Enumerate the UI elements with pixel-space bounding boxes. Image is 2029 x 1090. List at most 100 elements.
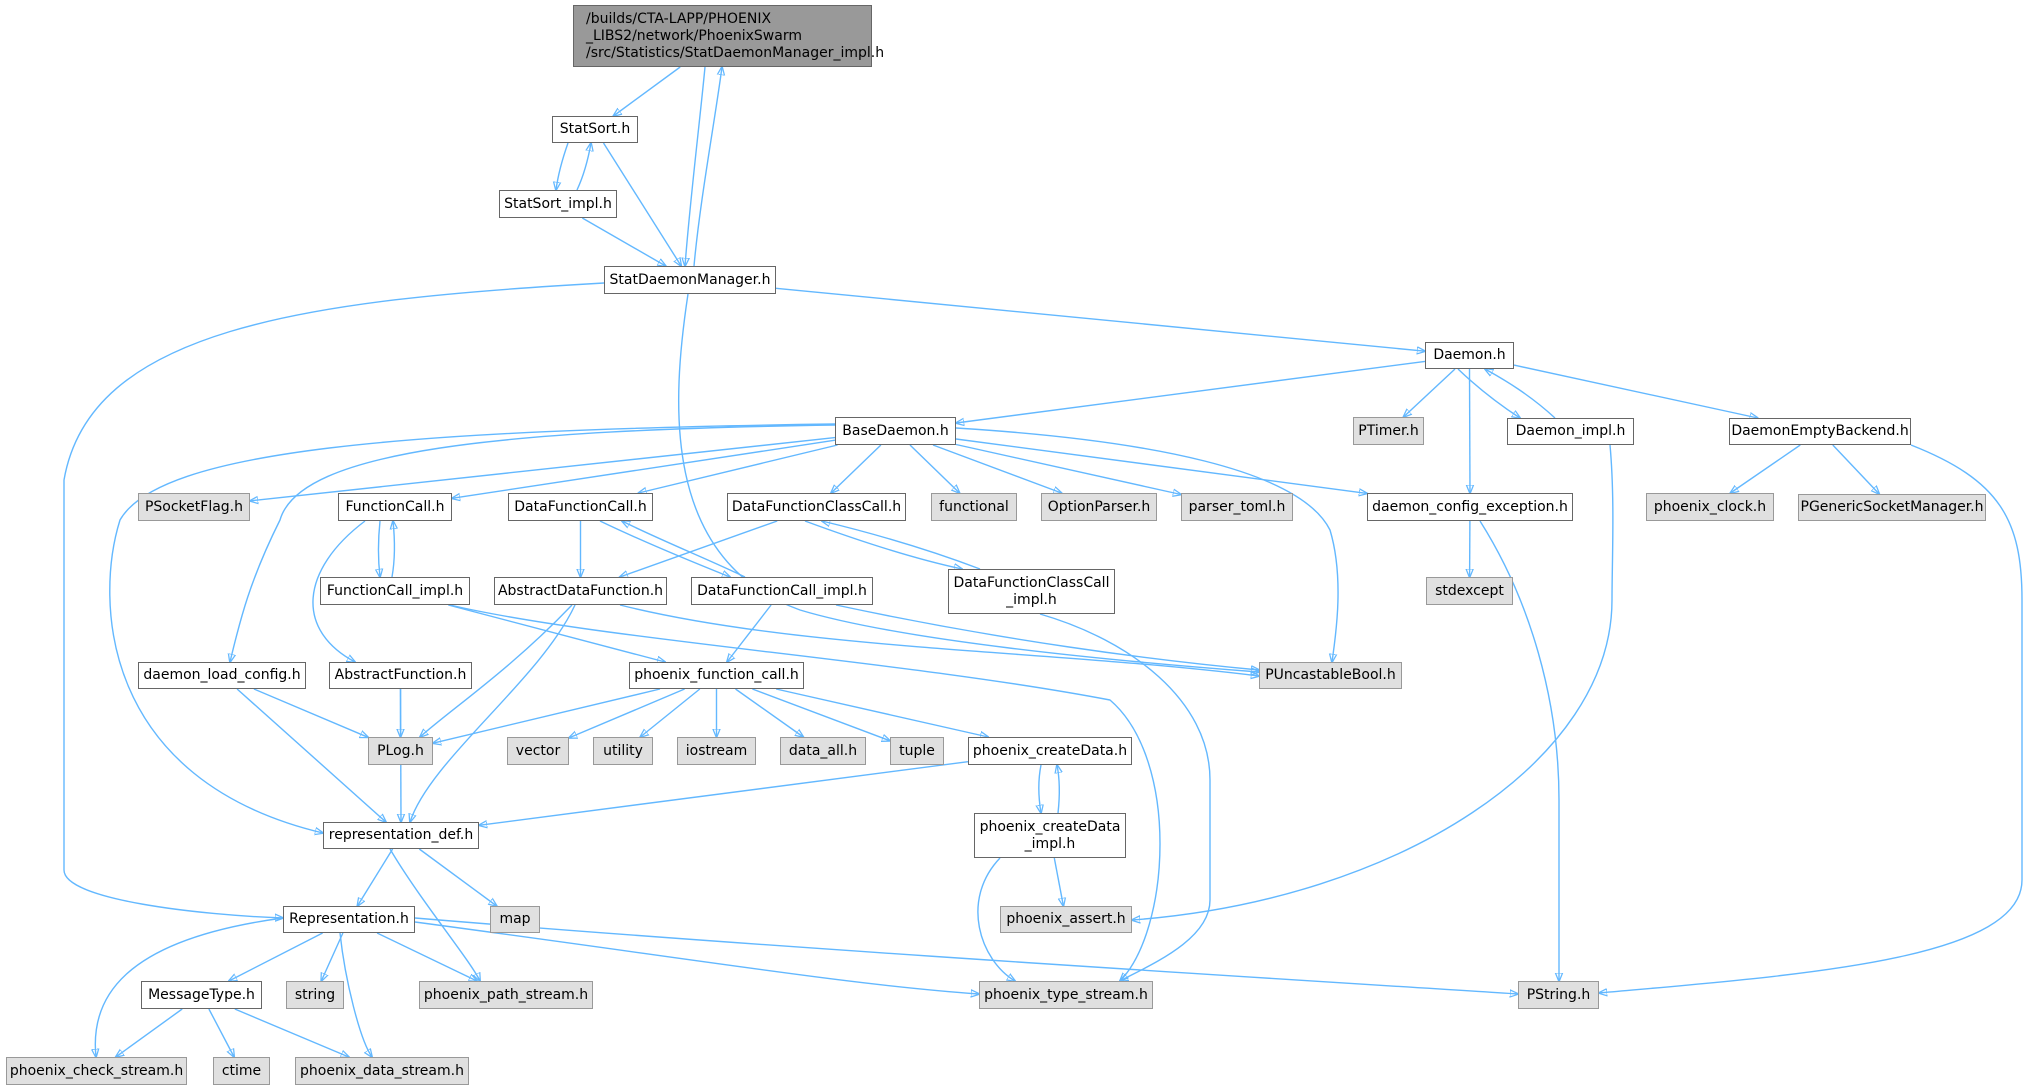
- node-label: map: [499, 911, 531, 927]
- edge-Representation-to-string: [321, 932, 344, 981]
- edge-root-to-StatSort: [613, 66, 681, 116]
- edge-phoenix_createData_impl-to-phoenix_assert: [1053, 857, 1063, 906]
- edge-Representation-to-MessageType: [229, 932, 323, 981]
- node-label: functional: [939, 498, 1009, 515]
- node-phoenix-type-stream: phoenix_type_stream.h: [979, 981, 1153, 1009]
- edge-FunctionCall_impl-to-phoenix_type_stream: [449, 604, 1161, 981]
- node-statdaemonmanager[interactable]: StatDaemonManager.h: [604, 266, 776, 294]
- edge-FunctionCall-to-FunctionCall_impl: [379, 520, 381, 577]
- node-label: phoenix_function_call.h: [634, 667, 799, 683]
- node-datafunctionclasscall-impl[interactable]: DataFunctionClassCall _impl.h: [948, 569, 1115, 614]
- node-label: AbstractDataFunction.h: [497, 582, 664, 599]
- edge-BaseDaemon-to-DataFunctionCall: [639, 444, 838, 493]
- edge-phoenix_createData-to-phoenix_createData_impl: [1039, 764, 1041, 813]
- node-label: iostream: [685, 742, 748, 759]
- node-messagetype[interactable]: MessageType.h: [141, 981, 262, 1009]
- node-label: utility: [603, 742, 643, 759]
- node-datafunctionclasscall[interactable]: DataFunctionClassCall.h: [727, 493, 906, 521]
- edge-phoenix_createData_impl-to-phoenix_type_stream: [977, 857, 1015, 981]
- node-label: string: [294, 986, 336, 1003]
- node-functional: functional: [931, 493, 1017, 521]
- node-daemon-config-exception[interactable]: daemon_config_exception.h: [1367, 493, 1573, 521]
- node-phoenix-clock: phoenix_clock.h: [1646, 493, 1774, 521]
- node-phoenix-function-call[interactable]: phoenix_function_call.h: [629, 662, 804, 689]
- edge-phoenix_function_call-to-PLog: [433, 688, 661, 743]
- edge-DataFunctionClassCall-to-DataFunctionClassCall_impl: [804, 520, 962, 569]
- node-label: PLog.h: [377, 742, 424, 759]
- edge-BaseDaemon-to-PSocketFlag: [250, 436, 836, 501]
- node-iostream: iostream: [677, 737, 756, 765]
- node-label: PString.h: [1526, 986, 1591, 1003]
- node-datafunctioncall-impl[interactable]: DataFunctionCall_impl.h: [691, 577, 873, 605]
- node-phoenix-createdata[interactable]: phoenix_createData.h: [968, 737, 1132, 765]
- node-statsort-impl[interactable]: StatSort_impl.h: [499, 190, 617, 218]
- edge-DaemonEmptyBackend-to-PGenericSocketManager: [1832, 444, 1879, 494]
- node-label: phoenix_createData.h: [972, 742, 1128, 759]
- node-pstring: PString.h: [1518, 981, 1599, 1009]
- edge-FunctionCall_impl-to-phoenix_function_call: [448, 604, 665, 662]
- edge-Daemon_impl-to-Daemon: [1485, 369, 1556, 419]
- node-label: ctime: [221, 1062, 262, 1079]
- edge-DataFunctionClassCall-to-AbstractDataFunction: [620, 520, 778, 577]
- node-label: Representation.h: [289, 911, 409, 927]
- node-label: phoenix_assert.h: [1006, 911, 1126, 927]
- node-label: Daemon_impl.h: [1515, 423, 1626, 439]
- node-label: FunctionCall.h: [345, 498, 445, 515]
- edge-representation_def-to-map: [418, 848, 496, 906]
- node-root[interactable]: /builds/CTA-LAPP/PHOENIX _LIBS2/network/…: [573, 5, 884, 67]
- node-representation[interactable]: Representation.h: [283, 906, 415, 933]
- node-label: AbstractFunction.h: [334, 667, 467, 683]
- node-label: BaseDaemon.h: [842, 422, 949, 439]
- edge-Daemon-to-BaseDaemon: [956, 360, 1426, 423]
- edge-DataFunctionCall-to-DataFunctionCall_impl: [599, 520, 730, 577]
- node-label: phoenix_type_stream.h: [984, 986, 1148, 1003]
- node-label: /builds/CTA-LAPP/PHOENIX _LIBS2/network/…: [586, 10, 885, 61]
- node-functioncall-impl[interactable]: FunctionCall_impl.h: [320, 577, 470, 605]
- node-datafunctioncall[interactable]: DataFunctionCall.h: [508, 493, 653, 521]
- edge-BaseDaemon-to-OptionParser: [932, 444, 1062, 493]
- node-basedaemon[interactable]: BaseDaemon.h: [835, 417, 956, 445]
- node-daemonemptybackend[interactable]: DaemonEmptyBackend.h: [1729, 418, 1911, 445]
- edge-Daemon-to-DaemonEmptyBackend: [1513, 364, 1758, 418]
- edge-BaseDaemon-to-DataFunctionClassCall: [831, 444, 882, 493]
- edge-root-to-StatDaemonManager: [685, 66, 706, 266]
- edge-DataFunctionCall_impl-to-phoenix_function_call: [727, 604, 772, 662]
- edge-BaseDaemon-to-FunctionCall: [452, 439, 836, 498]
- edge-daemon_load_config-to-representation_def: [236, 688, 386, 822]
- node-label: vector: [515, 742, 561, 759]
- node-label: OptionParser.h: [1047, 498, 1151, 515]
- edge-MessageType-to-ctime: [208, 1008, 234, 1057]
- node-phoenix-data-stream: phoenix_data_stream.h: [295, 1057, 469, 1085]
- node-daemon[interactable]: Daemon.h: [1425, 342, 1514, 369]
- node-map: map: [490, 906, 540, 933]
- edge-phoenix_function_call-to-tuple: [752, 688, 890, 741]
- node-functioncall[interactable]: FunctionCall.h: [338, 493, 452, 521]
- node-abstractfunction[interactable]: AbstractFunction.h: [329, 662, 472, 689]
- edge-DaemonEmptyBackend-to-phoenix_clock: [1730, 444, 1801, 493]
- node-label: PTimer.h: [1358, 422, 1419, 439]
- node-label: PGenericSocketManager.h: [1800, 499, 1984, 515]
- edge-phoenix_function_call-to-phoenix_createData: [775, 688, 988, 737]
- node-abstractdatafunction[interactable]: AbstractDataFunction.h: [494, 577, 667, 605]
- node-phoenix-check-stream: phoenix_check_stream.h: [6, 1057, 187, 1085]
- edge-StatDaemonManager-to-Representation: [63, 282, 605, 918]
- edge-AbstractDataFunction-to-representation_def: [410, 604, 576, 822]
- node-label: parser_toml.h: [1188, 498, 1286, 515]
- node-statsort[interactable]: StatSort.h: [552, 116, 638, 143]
- edge-FunctionCall_impl-to-FunctionCall: [392, 521, 394, 578]
- node-phoenix-assert: phoenix_assert.h: [1000, 906, 1132, 933]
- node-label: daemon_load_config.h: [143, 667, 301, 683]
- node-label: DataFunctionClassCall _impl.h: [953, 574, 1110, 608]
- edge-BaseDaemon-to-representation_def: [109, 423, 836, 833]
- node-label: FunctionCall_impl.h: [326, 582, 464, 599]
- edge-StatDaemonManager-to-root: [693, 67, 722, 267]
- node-daemon-load-config[interactable]: daemon_load_config.h: [138, 662, 306, 689]
- edge-AbstractDataFunction-to-PUncastableBool: [619, 604, 1259, 676]
- node-representation-def[interactable]: representation_def.h: [323, 822, 479, 849]
- node-daemon-impl[interactable]: Daemon_impl.h: [1507, 418, 1634, 445]
- node-phoenix-createdata-impl[interactable]: phoenix_createData _impl.h: [974, 813, 1126, 858]
- node-tuple: tuple: [890, 737, 944, 765]
- edge-StatSort-to-StatSort_impl: [556, 142, 569, 190]
- edge-MessageType-to-phoenix_check_stream: [116, 1008, 183, 1057]
